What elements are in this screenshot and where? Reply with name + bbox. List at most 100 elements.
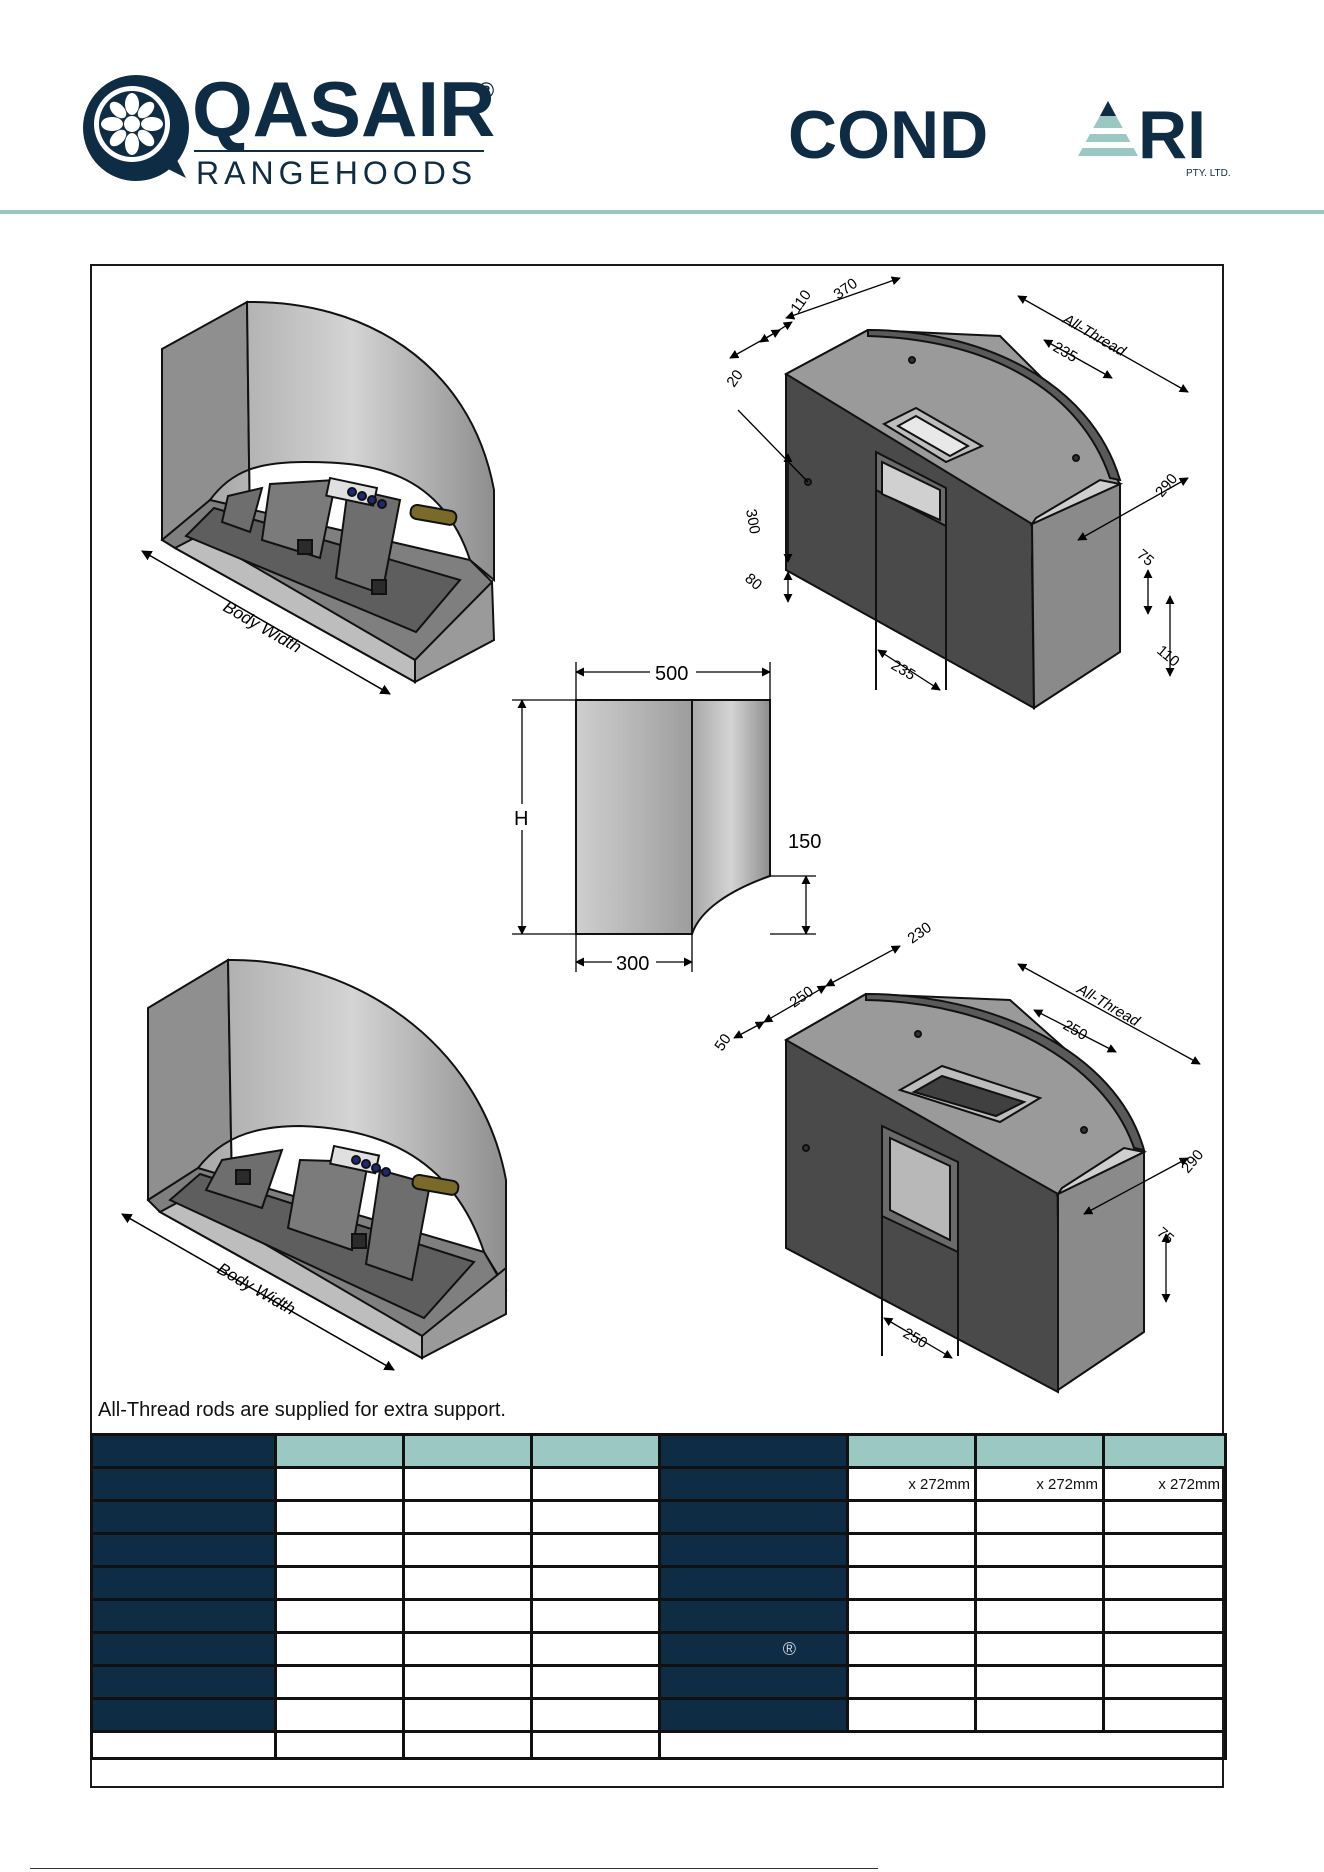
table-cell <box>658 1730 1227 1760</box>
table-row <box>90 1730 1227 1760</box>
table-cell <box>530 1565 661 1601</box>
table-cell <box>1102 1532 1227 1568</box>
page-header: QASAIR ® RANGEHOODS COND RI PTY. LTD. <box>83 65 1231 191</box>
hood-side-profile <box>575 699 771 935</box>
table-cell <box>90 1697 277 1733</box>
header-divider <box>0 210 1324 214</box>
table-cell <box>402 1730 533 1760</box>
table-cell <box>1102 1565 1227 1601</box>
condari-right: RI <box>1138 97 1206 173</box>
table-cell <box>530 1730 661 1760</box>
table-cell <box>402 1631 533 1667</box>
dim-250-bottom: 250 <box>900 1325 930 1352</box>
qasair-logo <box>83 75 189 181</box>
dimensions-top-right <box>729 276 1189 691</box>
table-cell <box>530 1598 661 1634</box>
table-cell <box>274 1466 405 1502</box>
table-cell <box>90 1433 277 1469</box>
dim-300: 300 <box>742 508 763 536</box>
table-cell <box>1102 1697 1227 1733</box>
table-cell <box>274 1730 405 1760</box>
table-cell <box>658 1565 849 1601</box>
table-cell <box>846 1499 977 1535</box>
table-cell <box>846 1697 977 1733</box>
table-row: ® <box>90 1631 1227 1667</box>
table-row <box>90 1697 1227 1733</box>
qasair-subtitle: RANGEHOODS <box>196 155 477 191</box>
table-cell <box>658 1466 849 1502</box>
dim-500: 500 <box>655 663 688 685</box>
table-row <box>90 1532 1227 1568</box>
table-cell <box>90 1631 277 1667</box>
table-cell <box>90 1466 277 1502</box>
table-cell <box>274 1565 405 1601</box>
dim-235-top: 235 <box>1050 339 1080 366</box>
spec-table: x 272mm x 272mm x 272mm ® <box>90 1433 1227 1760</box>
table-cell <box>1102 1631 1227 1667</box>
dim-290-bottom: 290 <box>1178 1146 1207 1176</box>
table-cell <box>402 1433 533 1469</box>
table-cell <box>274 1532 405 1568</box>
hood-rear-view-bottom-right <box>783 992 1148 1394</box>
dim-250-mid: 250 <box>1060 1017 1090 1044</box>
registered-mark: ® <box>658 1631 849 1667</box>
table-cell <box>274 1433 405 1469</box>
table-cell <box>974 1697 1105 1733</box>
table-cell <box>846 1433 977 1469</box>
table-cell <box>402 1565 533 1601</box>
table-cell: x 272mm <box>1102 1466 1227 1502</box>
table-cell <box>658 1532 849 1568</box>
table-row: x 272mm x 272mm x 272mm <box>90 1466 1227 1502</box>
table-cell <box>974 1631 1105 1667</box>
dim-80: 80 <box>741 570 765 594</box>
table-cell <box>1102 1664 1227 1700</box>
dim-150: 150 <box>788 831 821 853</box>
table-row <box>90 1664 1227 1700</box>
table-cell <box>974 1664 1105 1700</box>
table-cell <box>846 1532 977 1568</box>
table-row <box>90 1565 1227 1601</box>
table-cell <box>974 1565 1105 1601</box>
table-cell <box>274 1664 405 1700</box>
table-cell: x 272mm <box>846 1466 977 1502</box>
condari-left: COND <box>788 97 988 173</box>
dim-20: 20 <box>723 367 746 390</box>
hood-drawing-top-left <box>160 300 496 684</box>
all-thread-label-bottom: All-Thread <box>1073 980 1143 1030</box>
table-cell <box>530 1697 661 1733</box>
table-cell <box>658 1433 849 1469</box>
table-cell <box>658 1697 849 1733</box>
table-cell <box>974 1598 1105 1634</box>
dim-235-bottom: 235 <box>888 657 918 684</box>
table-cell <box>90 1598 277 1634</box>
table-cell <box>274 1631 405 1667</box>
table-cell <box>974 1532 1105 1568</box>
dim-75-bottom: 75 <box>1153 1224 1177 1248</box>
table-cell <box>90 1565 277 1601</box>
table-cell <box>274 1598 405 1634</box>
table-cell <box>1102 1499 1227 1535</box>
table-cell <box>658 1499 849 1535</box>
table-cell <box>974 1499 1105 1535</box>
dim-370: 370 <box>831 275 861 303</box>
table-cell <box>846 1565 977 1601</box>
table-cell <box>402 1466 533 1502</box>
table-cell <box>90 1664 277 1700</box>
dim-110-bottom: 110 <box>1153 642 1182 670</box>
table-cell <box>274 1499 405 1535</box>
table-cell <box>1102 1433 1227 1469</box>
table-cell <box>402 1598 533 1634</box>
table-cell <box>658 1664 849 1700</box>
table-cell <box>974 1433 1105 1469</box>
table-cell <box>658 1598 849 1634</box>
dim-50: 50 <box>711 1031 734 1054</box>
table-cell <box>1102 1598 1227 1634</box>
table-cell <box>530 1631 661 1667</box>
table-cell: x 272mm <box>974 1466 1105 1502</box>
table-cell <box>530 1433 661 1469</box>
hood-rear-view-top-right <box>783 328 1124 710</box>
fan-icon <box>101 93 163 155</box>
table-row <box>90 1499 1227 1535</box>
table-cell <box>274 1697 405 1733</box>
dim-300-center: 300 <box>616 953 649 975</box>
